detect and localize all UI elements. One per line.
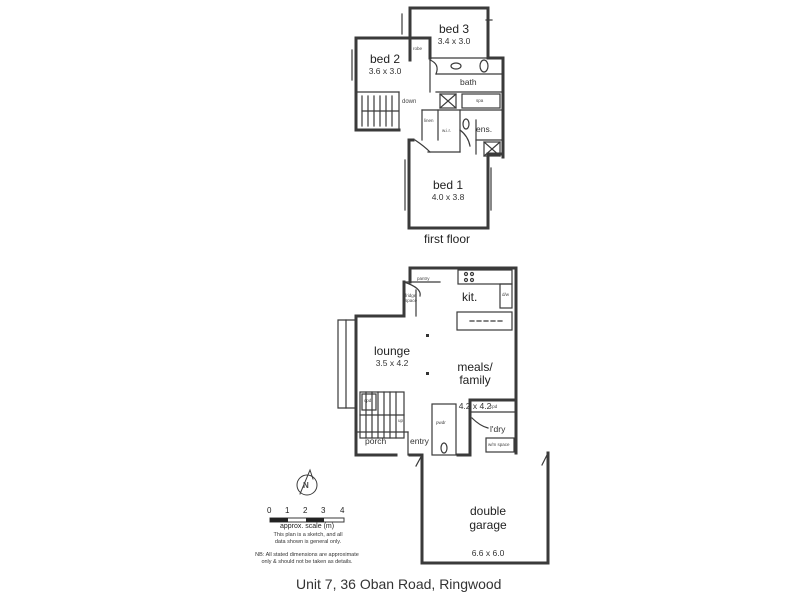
cupboard-label: cpd [364, 398, 372, 403]
laundry-label: l'dry [490, 424, 506, 434]
stairs-down-label: down [402, 99, 417, 105]
compass-north-label: N [303, 481, 309, 490]
double-garage-label: double garage [469, 504, 507, 532]
garage-door [415, 452, 549, 467]
laundry-cupboard-label: cpd [490, 404, 498, 409]
bed-2-dimensions: 3.6 x 3.0 [368, 66, 402, 76]
scale-tick-2: 2 [303, 506, 308, 515]
room-bed-1: bed 1 4.0 x 3.8 [428, 178, 468, 202]
dishwasher-label: d/w [502, 292, 510, 297]
columns [426, 334, 429, 375]
room-double-garage: double garage 6.6 x 6.0 [458, 490, 518, 574]
property-address: Unit 7, 36 Oban Road, Ringwood [296, 576, 502, 592]
lounge-label: lounge [373, 344, 411, 358]
room-bed-2: bed 2 3.6 x 3.0 [363, 52, 407, 76]
ground-floor-walls [354, 266, 550, 565]
powder-room-label: pwdr [436, 420, 446, 425]
bed-1-label: bed 1 [432, 178, 464, 192]
dimensions-disclaimer: NB: All stated dimensions are approximat… [255, 552, 359, 565]
scale-tick-0: 0 [267, 506, 272, 515]
compass [296, 468, 318, 496]
room-meals-family: meals/ family 4.2 x 4.2 [450, 348, 500, 426]
spa-label: spa [476, 98, 484, 103]
fridge-space-label: fridge space [405, 293, 418, 303]
bed-3-label: bed 3 [438, 22, 470, 36]
scale-tick-3: 3 [321, 506, 326, 515]
stairs-up-label: up [398, 418, 404, 423]
bed-1-dimensions: 4.0 x 3.8 [431, 192, 465, 202]
room-bed-3: bed 3 3.4 x 3.0 [436, 22, 472, 46]
lounge-dimensions: 3.5 x 4.2 [375, 358, 409, 368]
linen-label: linen [424, 118, 434, 123]
room-lounge: lounge 3.5 x 4.2 [370, 344, 414, 368]
scale-tick-1: 1 [285, 506, 290, 515]
scale-tick-4: 4 [340, 506, 345, 515]
room-bath-label: bath [460, 77, 477, 87]
scale-bar-fill [270, 518, 324, 522]
robe-label: robe [413, 46, 423, 51]
bed-3-dimensions: 3.4 x 3.0 [437, 36, 471, 46]
walk-in-robe-label: w.i.r. [442, 128, 452, 133]
porch-label: porch [365, 436, 387, 446]
sketch-disclaimer: This plan is a sketch, and all data show… [273, 532, 343, 545]
ground-floor-inner-walls [337, 269, 517, 456]
meals-family-dimensions: 4.2 x 4.2 [458, 401, 492, 411]
first-floor-inner-walls [351, 13, 504, 211]
washing-machine-label: w/m space [488, 442, 510, 447]
meals-family-label: meals/ family [457, 360, 493, 387]
entry-label: entry [410, 436, 429, 446]
double-garage-dimensions: 6.6 x 6.0 [471, 548, 505, 558]
pantry-label: pantry [417, 276, 430, 281]
bed-2-label: bed 2 [369, 52, 401, 66]
room-kitchen-label: kit. [462, 290, 478, 304]
room-ensuite-label: ens. [476, 124, 493, 134]
scale-caption: approx. scale (m) [280, 523, 335, 530]
first-floor-caption: first floor [424, 232, 471, 246]
first-floor-walls [354, 6, 505, 230]
